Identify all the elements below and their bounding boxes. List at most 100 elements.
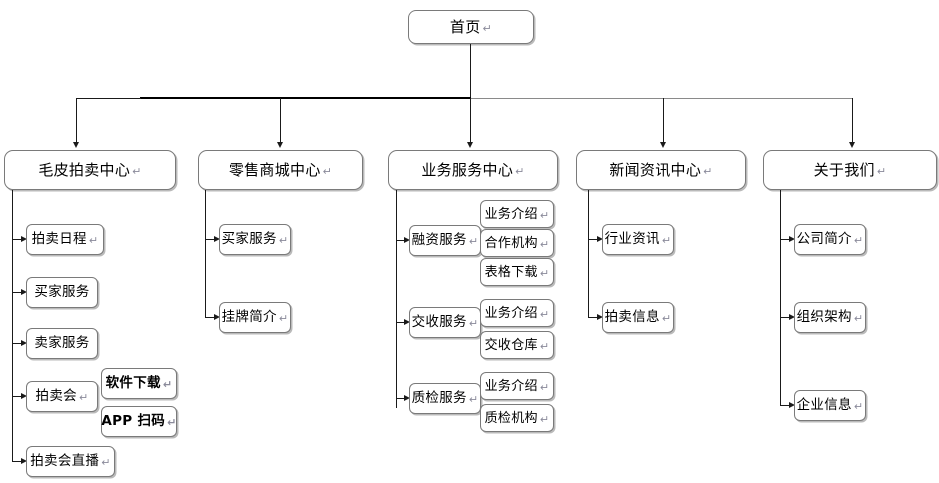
node-3-3[interactable]: 质检服务↵ xyxy=(409,383,481,414)
connector-spine-1 xyxy=(12,190,13,462)
node-3-1-2-label: 合作机构 xyxy=(484,235,538,251)
node-5-3-label: 企业信息 xyxy=(796,396,852,413)
arrow-down-icon-1 xyxy=(72,142,79,148)
node-3-1-1[interactable]: 业务介绍↵ xyxy=(480,200,554,228)
pilcrow-icon: ↵ xyxy=(703,164,713,178)
connector-spine-4 xyxy=(588,190,589,318)
node-1-5[interactable]: 拍卖会直播↵ xyxy=(26,446,115,477)
node-branch-2[interactable]: 零售商城中心↵ xyxy=(198,150,363,190)
node-3-1[interactable]: 融资服务↵ xyxy=(409,225,481,256)
pilcrow-icon: ↵ xyxy=(162,378,173,391)
connector-branch-1-4 xyxy=(12,396,22,397)
connector-drop-4 xyxy=(663,98,664,142)
node-4-1-label: 行业资讯 xyxy=(604,230,660,247)
node-3-3-2-label: 质检机构 xyxy=(484,410,538,426)
node-2-1[interactable]: 买家服务↵ xyxy=(219,224,291,255)
node-4-1[interactable]: 行业资讯↵ xyxy=(602,224,674,255)
connector-root-stem xyxy=(470,44,471,98)
node-branch-5-label: 关于我们 xyxy=(813,160,875,179)
node-1-2[interactable]: 买家服务 xyxy=(26,277,98,308)
node-floating-software-download[interactable]: 软件下载↵ xyxy=(101,368,177,399)
pilcrow-icon: ↵ xyxy=(853,400,864,413)
arrow-right-icon-1-5 xyxy=(21,457,27,464)
pilcrow-icon: ↵ xyxy=(468,235,479,248)
node-1-1[interactable]: 拍卖日程↵ xyxy=(26,224,104,255)
pilcrow-icon: ↵ xyxy=(482,21,493,35)
node-1-3-label: 卖家服务 xyxy=(34,334,90,351)
connector-spine-5 xyxy=(780,190,781,406)
node-3-2-2[interactable]: 交收仓库↵ xyxy=(480,331,554,359)
connector-branch-3-2 xyxy=(396,322,405,323)
node-3-3-1-label: 业务介绍 xyxy=(484,378,538,394)
node-branch-4-label: 新闻资讯中心 xyxy=(609,160,702,179)
node-branch-1-label: 毛皮拍卖中心 xyxy=(38,160,131,179)
node-branch-1[interactable]: 毛皮拍卖中心↵ xyxy=(4,150,176,190)
node-floating-software-download-label: 软件下载 xyxy=(105,374,161,391)
node-1-4-label: 拍卖会 xyxy=(35,387,77,404)
connector-drop-5 xyxy=(852,98,853,142)
pilcrow-icon: ↵ xyxy=(876,164,887,178)
arrow-down-icon-2 xyxy=(276,142,283,148)
node-branch-4[interactable]: 新闻资讯中心↵ xyxy=(576,150,746,190)
pilcrow-icon: ↵ xyxy=(539,339,550,353)
connector-branch-1-5 xyxy=(12,461,22,462)
node-3-1-3[interactable]: 表格下载↵ xyxy=(480,258,554,286)
pilcrow-icon: ↵ xyxy=(132,164,142,178)
arrow-right-icon-1-3 xyxy=(21,339,27,346)
arrow-right-icon-2-2 xyxy=(214,313,220,320)
node-root-label: 首页 xyxy=(449,17,481,36)
connector-branch-2-2 xyxy=(205,317,215,318)
node-1-4[interactable]: 拍卖会↵ xyxy=(26,381,98,412)
pilcrow-icon: ↵ xyxy=(278,312,289,325)
node-3-1-2[interactable]: 合作机构↵ xyxy=(480,229,554,257)
connector-drop-3 xyxy=(470,98,471,142)
node-3-2-1[interactable]: 业务介绍↵ xyxy=(480,299,554,327)
arrow-right-icon-5-2 xyxy=(789,313,795,320)
node-branch-5[interactable]: 关于我们↵ xyxy=(763,150,937,190)
node-3-2-1-label: 业务介绍 xyxy=(484,305,538,321)
node-5-1[interactable]: 公司简介↵ xyxy=(794,224,866,255)
node-1-3[interactable]: 卖家服务 xyxy=(26,328,98,359)
pilcrow-icon: ↵ xyxy=(88,234,99,247)
node-4-2[interactable]: 拍卖信息↵ xyxy=(602,302,674,333)
node-3-1-label: 融资服务 xyxy=(411,231,467,248)
pilcrow-icon: ↵ xyxy=(322,164,333,178)
node-5-2[interactable]: 组织架构↵ xyxy=(794,302,866,333)
node-5-2-label: 组织架构 xyxy=(796,308,852,325)
node-3-1-1-label: 业务介绍 xyxy=(484,206,538,222)
arrow-right-icon-3-3 xyxy=(404,394,410,401)
arrow-right-icon-3-1 xyxy=(404,236,410,243)
node-4-2-label: 拍卖信息 xyxy=(604,308,660,325)
node-floating-app-qrcode[interactable]: APP 扫码↵ xyxy=(101,406,177,437)
connector-branch-5-3 xyxy=(780,405,790,406)
pilcrow-icon: ↵ xyxy=(278,234,289,247)
arrow-down-icon-5 xyxy=(848,142,855,148)
node-3-3-2[interactable]: 质检机构↵ xyxy=(480,404,554,432)
connector-branch-4-2 xyxy=(588,317,598,318)
pilcrow-icon: ↵ xyxy=(539,380,550,394)
node-branch-2-label: 零售商城中心 xyxy=(228,160,321,179)
connector-branch-4-1 xyxy=(588,239,598,240)
arrow-right-icon-5-3 xyxy=(789,401,795,408)
node-root[interactable]: 首页↵ xyxy=(408,10,534,44)
node-3-1-3-label: 表格下载 xyxy=(484,264,538,280)
arrow-right-icon-3-2 xyxy=(404,318,410,325)
node-5-3[interactable]: 企业信息↵ xyxy=(794,390,866,421)
node-1-1-label: 拍卖日程 xyxy=(31,230,87,247)
arrow-right-icon-2-1 xyxy=(214,235,220,242)
node-3-2[interactable]: 交收服务↵ xyxy=(409,307,481,338)
arrow-right-icon-5-1 xyxy=(789,235,795,242)
node-3-3-1[interactable]: 业务介绍↵ xyxy=(480,372,554,400)
node-3-2-label: 交收服务 xyxy=(411,313,467,330)
connector-branch-3-1 xyxy=(396,240,405,241)
pilcrow-icon: ↵ xyxy=(853,234,864,247)
node-2-2[interactable]: 挂牌简介↵ xyxy=(219,302,291,333)
node-floating-app-qrcode-label: APP 扫码 xyxy=(101,412,166,429)
node-2-1-label: 买家服务 xyxy=(221,230,277,247)
arrow-right-icon-1-4 xyxy=(21,392,27,399)
pilcrow-icon: ↵ xyxy=(468,393,479,406)
arrow-down-icon-3 xyxy=(466,142,473,148)
node-branch-3[interactable]: 业务服务中心↵ xyxy=(388,150,558,190)
connector-branch-3-3 xyxy=(396,398,405,399)
